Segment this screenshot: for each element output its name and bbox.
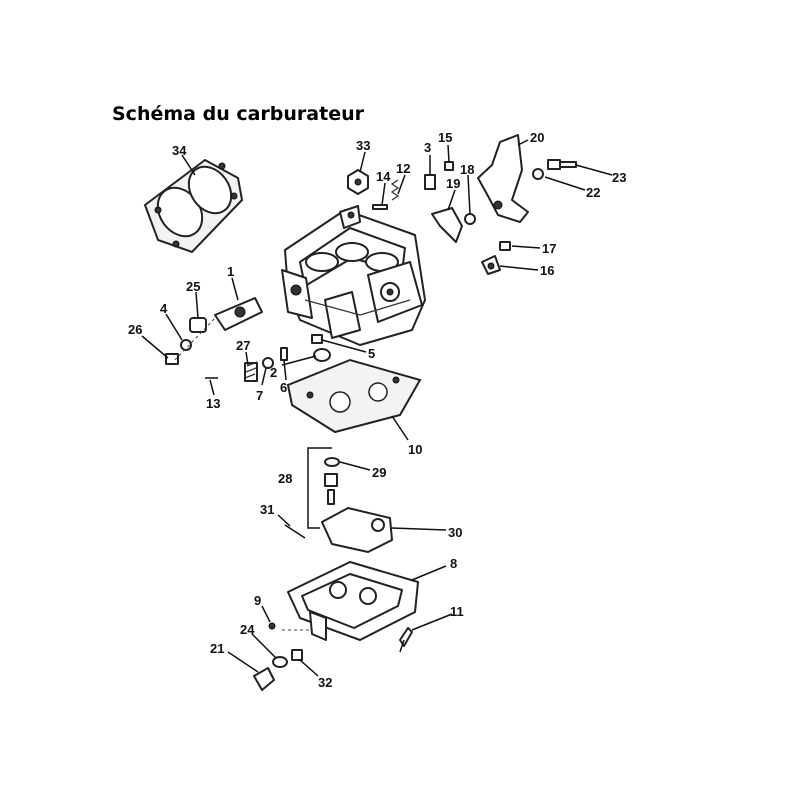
label-33: 33 [356,138,370,153]
part-6-needle [280,347,288,361]
part-27-idle-screw [244,361,258,382]
part-10-body-gasket [286,358,422,434]
part-14-pin [372,204,388,210]
label-12: 12 [396,161,410,176]
diagram-title: Schéma du carburateur [112,103,364,125]
part-7-spring [262,357,274,369]
part-32-jet [291,649,303,661]
part-20-lever-plate [477,134,529,223]
part-5-plug [311,334,323,344]
label-27: 27 [236,338,250,353]
part-34-mounting-gasket [143,158,244,254]
label-19: 19 [446,176,460,191]
part-8-float-bowl [287,561,419,641]
part-26-screw [165,353,179,365]
part-23-screw [547,159,577,170]
label-18: 18 [460,162,474,177]
label-8: 8 [450,556,457,571]
label-13: 13 [206,396,220,411]
label-30: 30 [448,525,462,540]
label-16: 16 [540,263,554,278]
part-17-screw [499,241,511,251]
part-19-link-lever [431,207,463,243]
label-26: 26 [128,322,142,337]
label-24: 24 [240,622,255,637]
part-31-hinge-pin [284,524,306,539]
part-11-screw [399,627,413,653]
leader-lines [141,139,613,677]
part-21-plug [253,667,275,691]
part-33-nut [347,169,369,195]
part-2-ball [313,348,331,362]
label-25: 25 [186,279,200,294]
label-1: 1 [227,264,234,279]
part-30-float [321,507,393,553]
part-16-bracket [481,255,501,275]
label-5: 5 [368,346,375,361]
needle-valve [324,473,338,505]
label-14: 14 [376,169,391,184]
part-22-washer [532,168,544,180]
label-32: 32 [318,675,332,690]
label-20: 20 [530,130,544,145]
part-24-gasket [272,656,288,668]
label-17: 17 [542,241,556,256]
label-15: 15 [438,130,452,145]
label-21: 21 [210,641,224,656]
carburetor-main-body [281,205,426,346]
label-7: 7 [256,388,263,403]
label-11: 11 [450,604,464,619]
label-22: 22 [586,185,600,200]
label-4: 4 [160,301,168,316]
label-6: 6 [280,380,287,395]
part-4-washer [180,339,192,351]
label-2: 2 [270,365,277,380]
label-28: 28 [278,471,292,486]
part-1-choke-lever [214,297,263,331]
label-10: 10 [408,442,422,457]
label-31: 31 [260,502,274,517]
label-23: 23 [612,170,626,185]
label-29: 29 [372,465,386,480]
part-28-bracket [307,447,332,529]
callout-labels: 34 33 3 15 12 14 18 19 20 23 22 17 16 1 … [128,130,626,690]
label-9: 9 [254,593,261,608]
part-25-bushing [189,317,207,333]
part-29-ring [324,457,340,467]
part-15-screw [444,161,454,171]
part-9-ball [268,622,276,630]
part-12-spring [390,179,400,201]
label-34: 34 [172,143,187,158]
part-18-washer [464,213,476,225]
label-3: 3 [424,140,431,155]
part-3-clip [424,174,436,190]
